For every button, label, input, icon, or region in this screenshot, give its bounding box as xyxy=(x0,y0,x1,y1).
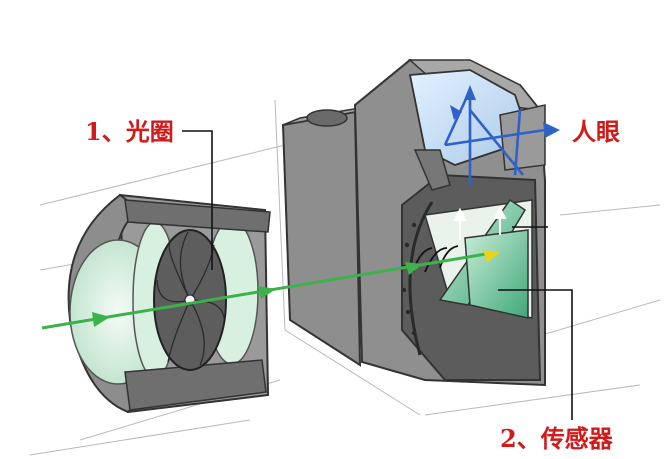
eyepiece xyxy=(499,104,546,171)
lens-assembly xyxy=(67,193,271,414)
white-arrow-icon xyxy=(453,207,467,221)
green-arrow-icon xyxy=(405,262,423,275)
camera-body xyxy=(281,58,546,387)
green-arrow-icon xyxy=(258,286,276,299)
blue-arrow-icon xyxy=(450,105,462,120)
light-path xyxy=(41,250,500,330)
blue-arrow-icon xyxy=(543,122,560,138)
yellow-arrow-icon xyxy=(483,250,500,263)
white-arrow-icon xyxy=(493,205,507,219)
blue-arrow-icon xyxy=(464,85,476,100)
leader-lines xyxy=(182,130,573,420)
image-sensor xyxy=(464,229,529,319)
aperture-label: 1、光圈 xyxy=(85,117,174,146)
shutter-dial xyxy=(306,109,348,127)
aperture-diaphragm xyxy=(153,229,227,371)
green-arrow-icon xyxy=(92,312,110,327)
sensor-label: 2、传感器 xyxy=(500,424,614,453)
eye-label: 人眼 xyxy=(572,117,620,146)
